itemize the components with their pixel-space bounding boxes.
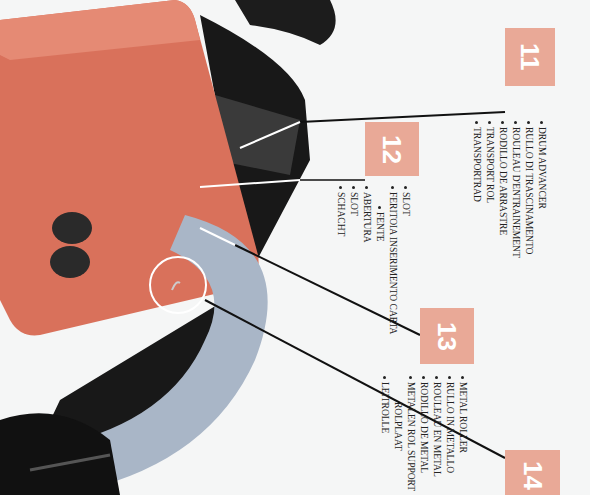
bullet-dot [409,376,412,379]
bullet-dot [540,121,543,124]
callout-box: 13 [420,308,474,364]
callout-box: 12 [365,122,419,176]
bullet-dot [527,121,530,124]
leader-line [300,179,365,181]
tape-roll [235,0,336,45]
leader-line [200,180,300,187]
knob [50,246,90,278]
knob [52,212,92,244]
callout-number: 14 [520,461,546,490]
part-name: FERITOIA INSERIMENTO CARTA [387,192,398,334]
bullet-dot [404,186,407,189]
bullet-dot [339,186,342,189]
leader-line [200,228,235,245]
bullet-dot [501,121,504,124]
leader-line [300,112,505,122]
part-name: SLOT [348,192,359,216]
part-name: RODILLO DE ARRASTRE [497,127,508,235]
part-name: SCHACHT [335,192,346,236]
part-name: RULLO DI TRASCINAMENTO [523,127,534,254]
part-name: ROULEAU EN METAL [431,382,442,477]
leader-line [205,300,505,458]
part-name: SLOT [400,192,411,216]
bullet-dot [448,376,451,379]
part-name: LEITROLLE [379,382,390,433]
bullet-dot [422,376,425,379]
bullet-dot [391,186,394,189]
bullet-dot [378,206,381,209]
part-name: FENTE [374,212,385,242]
part-name: RULLO IN METALLO [444,382,455,473]
casing-highlight [0,0,200,60]
callout-box: 14 [505,450,560,495]
part-name: ROULEAU D'ENTRAINEMENT [510,127,521,258]
bullet-dot [461,376,464,379]
part-name: METAL ROLLER [457,382,468,453]
part-name: TRANSPORT ROL [484,127,495,203]
highlight-circle [150,257,206,313]
part-name: METALEN ROL SUPPORT [405,382,416,491]
part-name: TRANSPORTRAD [471,127,482,202]
part-name: DRUM ADVANCER [536,127,547,209]
bullet-dot [514,121,517,124]
part-name: RODILLO DE METAL [418,382,429,473]
sensor-mark [172,282,180,290]
part-name: ABERTURA [361,192,372,243]
bullet-dot [365,186,368,189]
callout-number: 12 [379,135,405,164]
callout-number: 11 [517,43,543,71]
bullet-dot [352,186,355,189]
leader-line [240,122,300,148]
bullet-dot [475,121,478,124]
metal-roller [0,413,120,495]
callout-number: 13 [434,322,460,351]
bullet-dot [435,376,438,379]
bullet-dot [488,121,491,124]
bullet-dot [383,376,386,379]
part-name: ROLPLAAT [392,402,403,451]
callout-box: 11 [505,28,555,86]
roller-edge [30,455,110,470]
